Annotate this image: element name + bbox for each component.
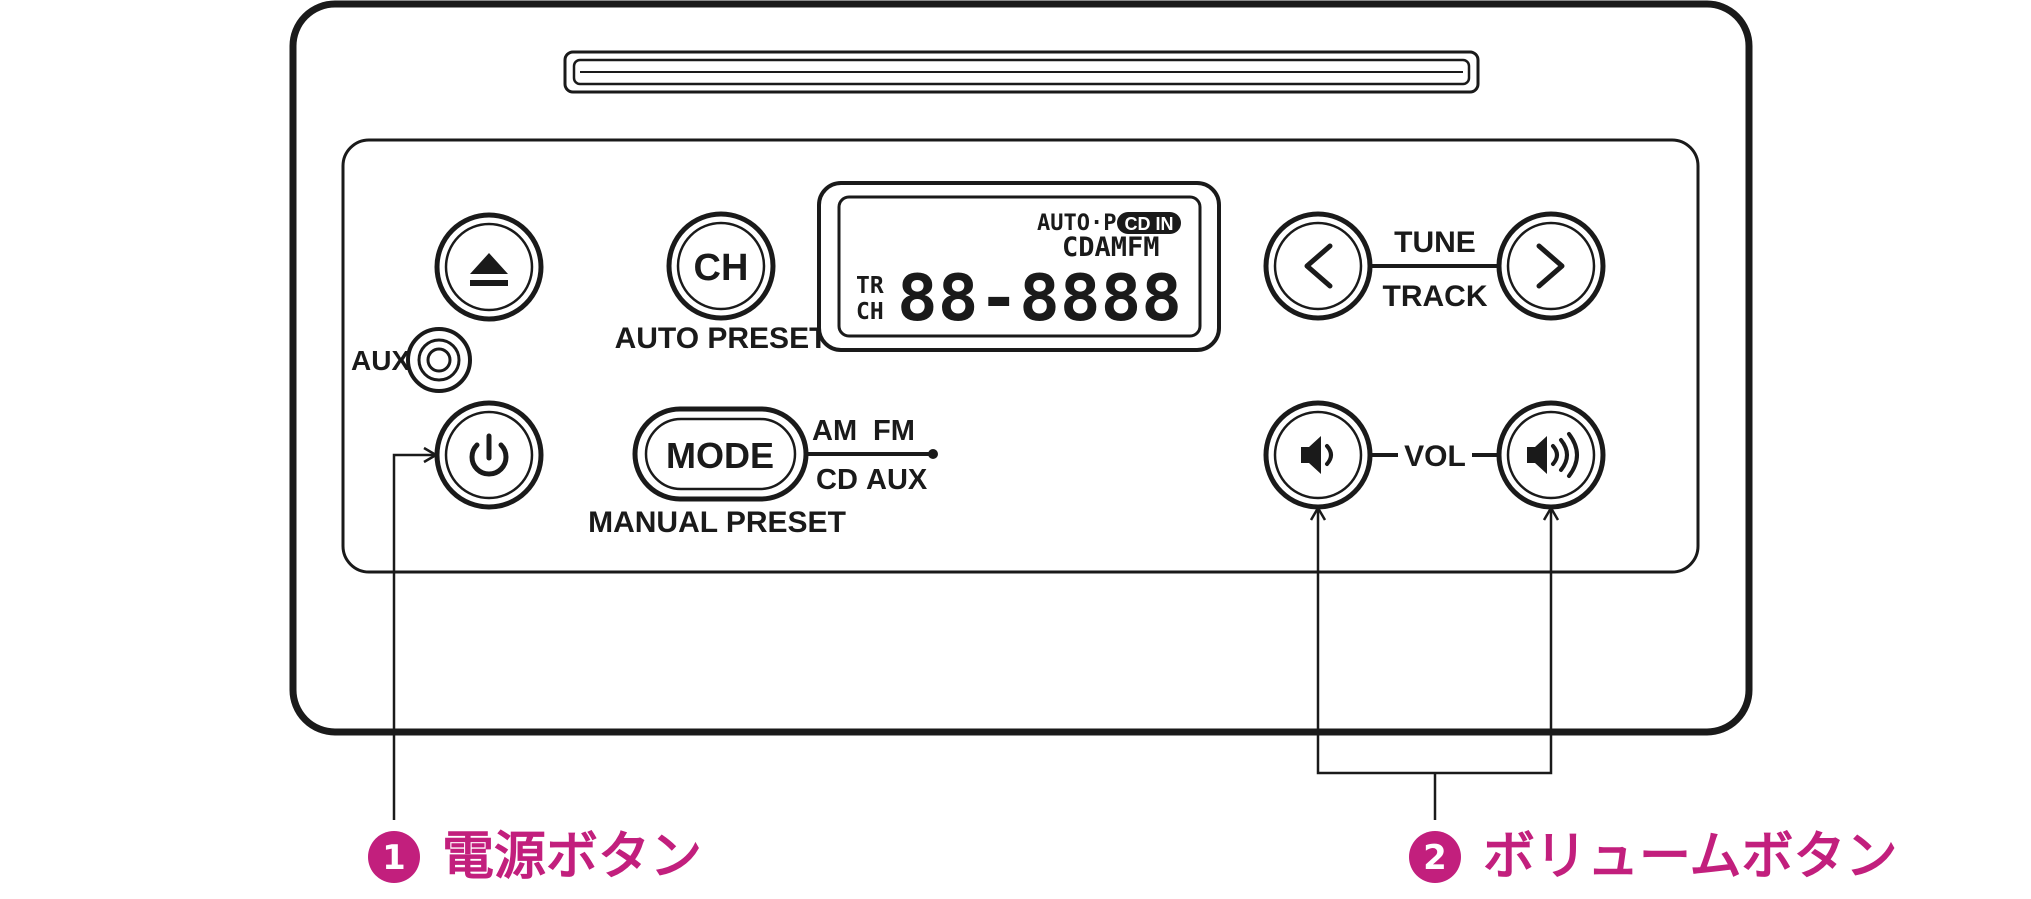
lcd-ch: CH (856, 299, 884, 325)
lcd-tr: TR (856, 273, 884, 299)
manual-preset-label: MANUAL PRESET (588, 506, 846, 539)
lcd-cd-in-badge (1117, 212, 1181, 234)
aux-label: AUX (351, 345, 410, 376)
power-button[interactable] (434, 400, 544, 510)
tune-prev-button[interactable] (1263, 211, 1373, 321)
power-icon (469, 433, 509, 477)
volume-leader-lines (1309, 505, 1560, 820)
mode-option-am: AM (812, 415, 857, 447)
speaker-low-icon (1301, 436, 1333, 474)
eject-icon (470, 253, 508, 286)
callout-2-number: 2 (1423, 838, 1447, 878)
tune-label: TUNE (1394, 226, 1476, 259)
lcd-band-row: CDAMFM (1062, 232, 1160, 263)
mode-button[interactable]: MODE (632, 406, 809, 502)
ch-button[interactable]: CH (666, 211, 776, 321)
eject-button[interactable] (434, 212, 544, 322)
mode-options-dot (928, 449, 938, 459)
tune-next-button[interactable] (1496, 211, 1606, 321)
callout-1-label: 電源ボタン (442, 827, 702, 887)
lcd-cd-in: CD IN (1125, 214, 1174, 234)
speaker-high-icon (1527, 432, 1579, 478)
aux-jack[interactable] (406, 327, 472, 393)
callout-1-number: 1 (382, 838, 406, 878)
callout-2-label: ボリュームボタン (1483, 827, 1897, 887)
vol-label: VOL (1404, 440, 1466, 473)
lcd-auto-p: AUTO·P (1037, 211, 1116, 236)
callout-power: 1 電源ボタン (368, 827, 702, 887)
chevron-right-icon (1536, 243, 1565, 289)
lcd-segments: 88-8888 (897, 262, 1182, 336)
power-leader-line (392, 446, 439, 820)
volume-up-button[interactable] (1496, 400, 1606, 510)
chevron-left-icon (1304, 243, 1333, 289)
mode-option-cd: CD (816, 464, 858, 496)
auto-preset-label: AUTO PRESET (615, 322, 828, 355)
volume-down-button[interactable] (1263, 400, 1373, 510)
callout-1-marker (368, 831, 420, 883)
callout-volume: 2 ボリュームボタン (1409, 827, 1897, 887)
mode-option-fm: FM (873, 415, 915, 447)
ch-button-label: CH (694, 247, 749, 289)
callout-2-marker (1409, 831, 1461, 883)
mode-option-aux: AUX (866, 464, 928, 496)
track-label: TRACK (1383, 280, 1488, 313)
cd-slot (563, 50, 1480, 94)
mode-button-label: MODE (666, 435, 774, 476)
lcd-display: AUTO·P CD IN CDAMFM TR CH 88-8888 (817, 181, 1221, 352)
